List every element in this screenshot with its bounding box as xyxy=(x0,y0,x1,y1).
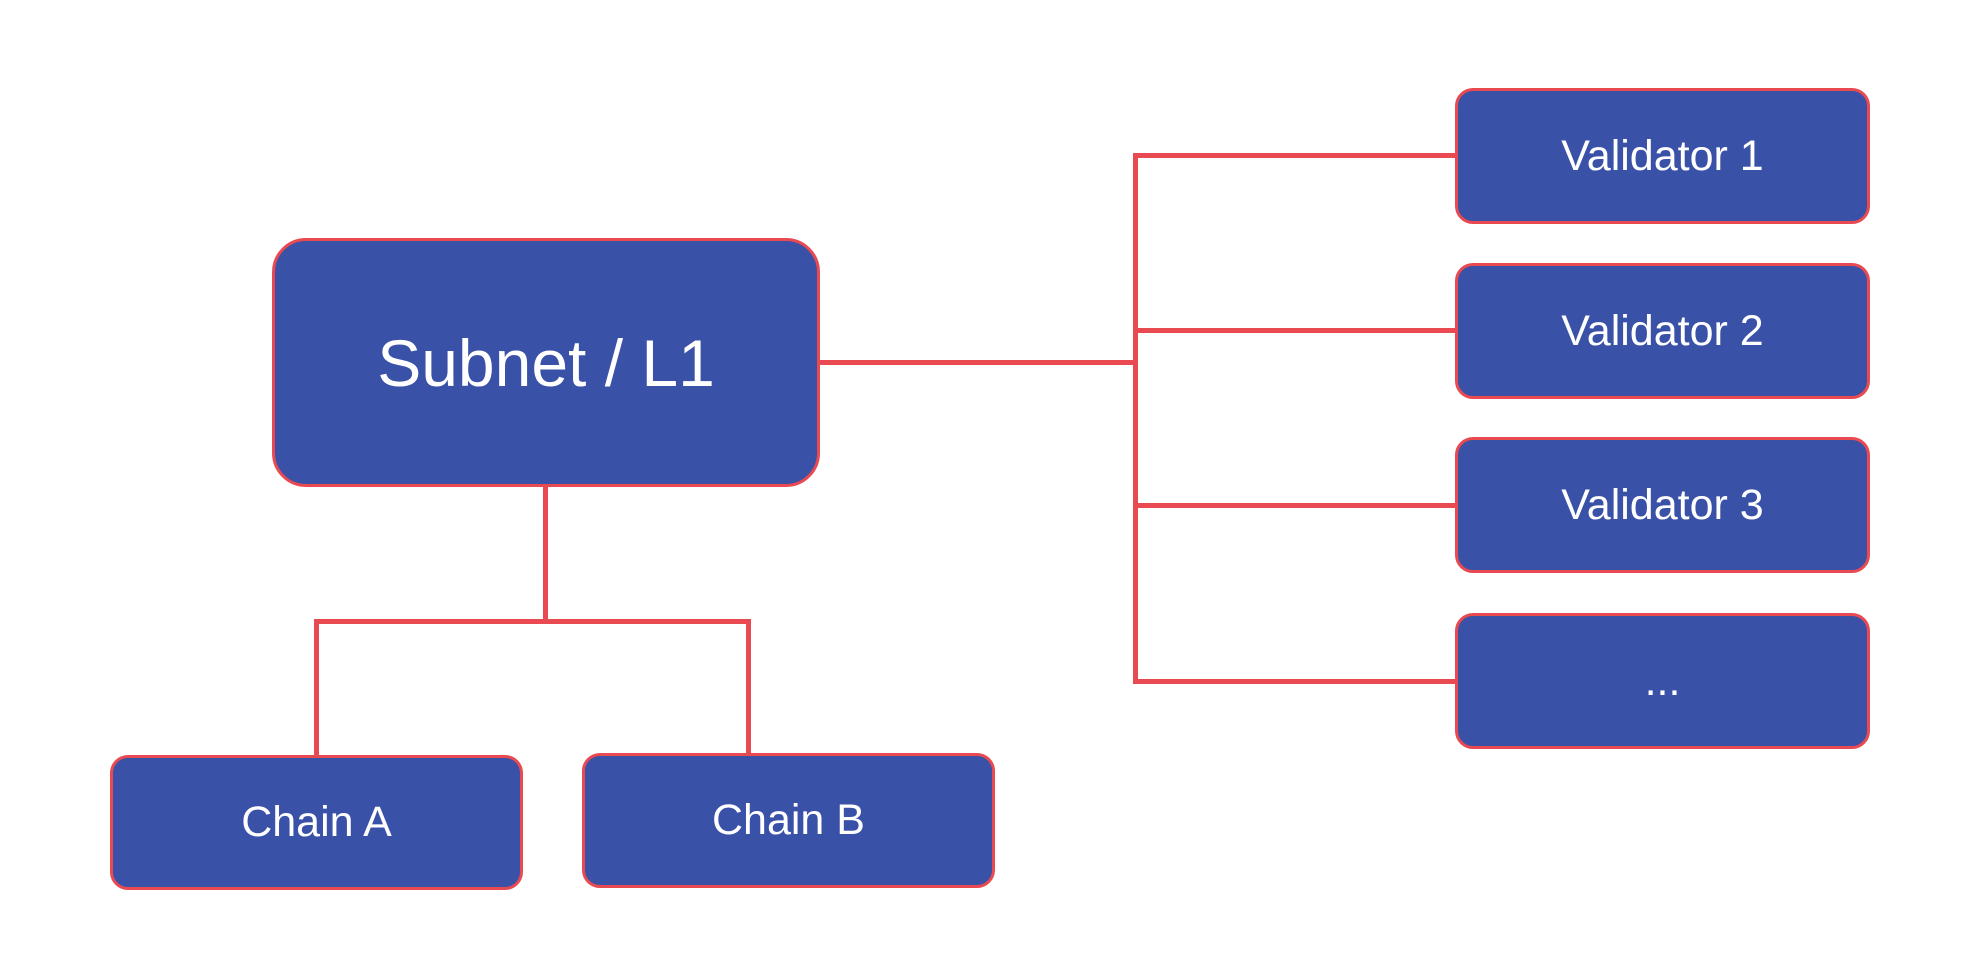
validator-more-node-label: ... xyxy=(1644,656,1681,705)
chain-b-drop-line xyxy=(746,621,751,753)
chains-rail-line xyxy=(314,619,751,624)
validator-2-branch-line xyxy=(1135,328,1455,333)
validator-2-node: Validator 2 xyxy=(1455,263,1870,399)
subnet-node-label: Subnet / L1 xyxy=(377,325,715,400)
validator-3-branch-line xyxy=(1135,503,1455,508)
validators-trunk-line xyxy=(1133,153,1138,684)
validator-1-node: Validator 1 xyxy=(1455,88,1870,224)
chain-b-node: Chain B xyxy=(582,753,995,888)
chain-a-drop-line xyxy=(314,621,319,755)
validator-3-node-label: Validator 3 xyxy=(1561,480,1764,529)
validator-more-node: ... xyxy=(1455,613,1870,749)
chain-b-node-label: Chain B xyxy=(712,796,865,844)
validator-1-branch-line xyxy=(1135,153,1455,158)
validator-3-node: Validator 3 xyxy=(1455,437,1870,573)
validator-2-node-label: Validator 2 xyxy=(1561,306,1764,355)
subnet-node: Subnet / L1 xyxy=(272,238,820,487)
subnet-to-trunk-line xyxy=(820,360,1137,365)
chain-a-node-label: Chain A xyxy=(241,798,392,846)
validator-more-branch-line xyxy=(1135,679,1455,684)
validator-1-node-label: Validator 1 xyxy=(1561,131,1764,180)
subnet-to-chains-line xyxy=(543,487,548,622)
chain-a-node: Chain A xyxy=(110,755,523,890)
